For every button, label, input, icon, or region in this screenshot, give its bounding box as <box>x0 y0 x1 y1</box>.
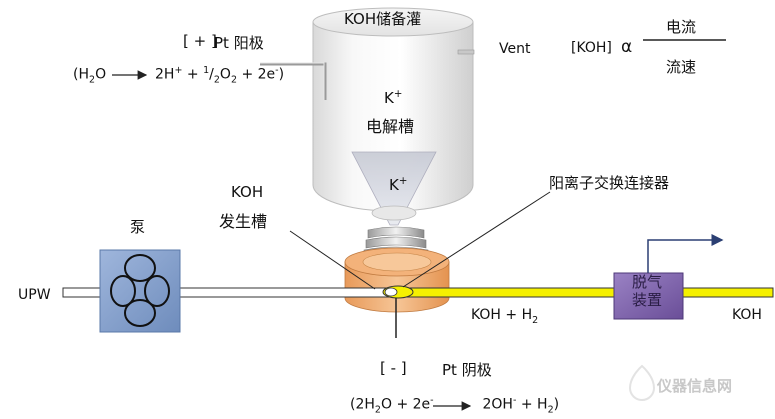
generator-leader <box>289 230 376 290</box>
watermark-logo-icon <box>628 364 656 401</box>
pump <box>99 249 181 333</box>
cathode-sign-label: [ - ] <box>380 359 407 377</box>
koh-outlet-label: KOH <box>732 307 762 323</box>
proportional-symbol: α <box>621 37 633 57</box>
electrolysis-cell-label: 电解槽 <box>366 117 415 136</box>
koh-generation-cell <box>344 247 450 313</box>
anode-lead-wire <box>260 62 327 100</box>
koh-generator-label-line2: 发生槽 <box>219 212 268 231</box>
koh-reservoir-tank <box>312 7 474 212</box>
cathode-name-label: Pt 阴极 <box>442 361 492 379</box>
ion-cone <box>351 151 437 226</box>
k-ion-upper-label: K+ <box>384 89 403 107</box>
cathode-equation: (2H2O + 2e- 2OH- + H2) <box>350 395 560 416</box>
fraction-numerator: 电流 <box>666 18 697 36</box>
koh-h2-flow-label: KOH + H2 <box>471 307 539 326</box>
cone-opening <box>371 205 417 221</box>
connector-leader <box>402 191 551 288</box>
vent-label: Vent <box>499 41 531 57</box>
degasser-label: 脱气装置 <box>632 273 663 309</box>
k-ion-lower-label: K+ <box>389 176 408 194</box>
connector-label: 阳离子交换连接器 <box>549 174 670 192</box>
proportional-left-label: [KOH] <box>571 40 612 56</box>
koh-generator-label-line1: KOH <box>231 183 264 201</box>
anode-name-label: Pt 阳极 <box>214 34 264 52</box>
watermark-text: 仪器信息网 <box>657 377 733 395</box>
anode-sign-label: [ + ] <box>183 32 217 50</box>
tank-label: KOH储备灌 <box>344 10 422 28</box>
pump-label: 泵 <box>130 218 146 236</box>
upw-label: UPW <box>18 287 51 303</box>
degasser-vent-arrow <box>647 234 724 273</box>
vent-stub <box>457 49 475 55</box>
fraction-denominator: 流速 <box>666 58 697 76</box>
anode-equation: (H2O 2H+ + 1/2O2 + 2e-) <box>73 65 285 86</box>
koh-channel <box>406 287 774 298</box>
